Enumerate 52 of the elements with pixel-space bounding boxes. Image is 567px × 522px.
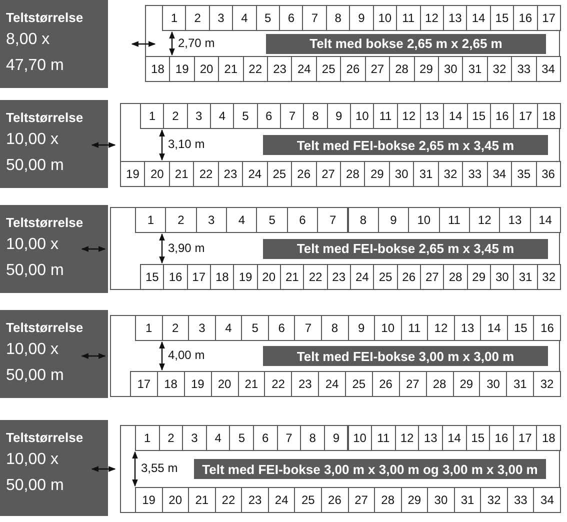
stall-number: 10 [348,425,372,451]
tent-type-banner: Telt med bokse 2,65 m x 2,65 m [266,34,546,54]
width-label: 3,10 m [168,137,205,151]
stall-number: 32 [533,371,561,397]
stall-number: 15 [140,264,164,290]
size-heading: Teltstørrelse [6,10,84,25]
stall-number: 8 [348,207,379,233]
width-label: 2,70 m [178,36,215,50]
tent-outline [110,315,560,397]
tent-size-box [0,420,108,516]
width-label: 3,90 m [168,240,205,254]
size-heading: Teltstørrelse [6,430,84,445]
stall-number: 34 [536,56,561,82]
size-heading: Teltstørrelse [6,320,84,335]
width-label: 3,55 m [141,461,178,475]
size-value: 10,00 x 50,00 m [6,235,65,281]
tent-type-banner: Telt med FEI-bokse 2,65 m x 3,45 m [263,238,548,258]
stall-number: 9 [324,425,348,451]
tent-size-box [0,0,108,88]
stall-number: 1 [140,103,164,129]
tent-size-box [0,100,108,188]
stall-number: 1 [162,5,186,31]
stall-number: 16 [533,315,561,341]
stall-number: 19 [135,487,163,513]
stall-number: 14 [530,207,561,233]
tent-type-banner: Telt med FEI-bokse 3,00 m x 3,00 m og 3,00 m x 3,00 m [194,459,546,479]
tent-outline [145,5,560,82]
tent-outline [110,207,560,290]
stall-number: 36 [536,161,561,187]
stall-number: 18 [536,103,561,129]
stall-number: 1 [135,207,166,233]
size-value: 10,00 x 50,00 m [6,450,65,496]
stall-number: 17 [536,5,561,31]
tent-outline [120,425,560,513]
tent-size-box [0,310,108,398]
tent-type-banner: Telt med FEI-bokse 2,65 m x 3,45 m [263,135,548,155]
tent-outline [120,103,560,187]
stall-number: 1 [135,425,160,451]
stall-number: 7 [317,207,348,233]
stall-number: 34 [533,487,561,513]
size-heading: Teltstørrelse [6,110,84,125]
stall-number: 17 [130,371,158,397]
stall-number: 1 [135,315,163,341]
stall-number: 32 [536,264,561,290]
tent-size-box [0,205,108,293]
size-value: 10,00 x 50,00 m [6,130,65,176]
width-label: 4,00 m [168,348,205,362]
size-value: 8,00 x 47,70 m [6,30,65,76]
tent-type-banner: Telt med FEI-bokse 3,00 m x 3,00 m [263,346,548,366]
stall-number: 18 [536,425,561,451]
size-heading: Teltstørrelse [6,215,84,230]
size-value: 10,00 x 50,00 m [6,340,65,386]
